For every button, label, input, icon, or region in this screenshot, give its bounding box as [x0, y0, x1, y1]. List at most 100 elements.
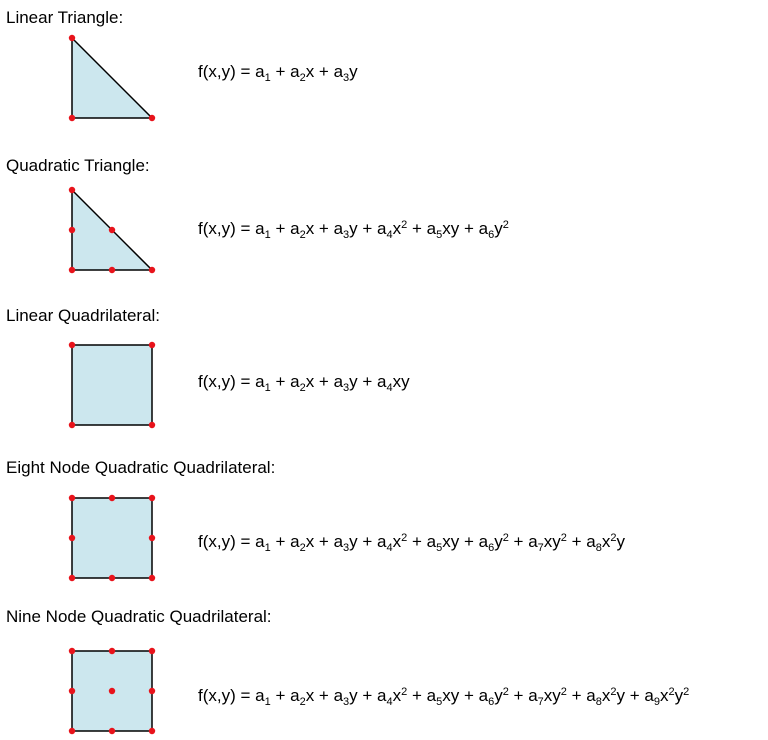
subscript: 7	[537, 696, 544, 708]
equation-text: x	[659, 686, 669, 705]
subscript: 4	[386, 382, 393, 394]
equation-text: x + a	[305, 62, 344, 81]
subscript: 6	[488, 229, 495, 241]
equation-text: xy + a	[442, 532, 489, 551]
equation-text: y + a	[616, 686, 654, 705]
superscript: 2	[610, 532, 617, 544]
equation-text: f(x,y) = a	[198, 219, 265, 238]
equation-text: + a	[566, 686, 596, 705]
subscript: 2	[299, 72, 306, 84]
quadrilateral-element	[71, 344, 153, 426]
equation-text: x + a	[305, 372, 344, 391]
linear-triangle-diagram	[68, 34, 156, 122]
equation-text: + a	[407, 686, 437, 705]
equation-text: + a	[270, 219, 300, 238]
equation-text: x + a	[305, 532, 344, 551]
equation-text: y + a	[349, 686, 387, 705]
equation-text: xy	[543, 686, 561, 705]
superscript: 2	[502, 686, 509, 698]
subscript: 2	[299, 696, 306, 708]
section-title-linear-triangle: Linear Triangle:	[6, 8, 124, 27]
node-point	[108, 574, 116, 582]
superscript: 2	[401, 219, 408, 231]
node-point	[148, 494, 156, 502]
equation-text: x	[392, 219, 402, 238]
node-point	[148, 341, 156, 349]
equation-text: + a	[270, 686, 300, 705]
subscript: 1	[264, 382, 271, 394]
eight-node-quadrilateral-diagram	[68, 494, 156, 582]
node-point	[108, 647, 116, 655]
subscript: 6	[488, 696, 495, 708]
node-point	[148, 687, 156, 695]
equation-text: f(x,y) = a	[198, 532, 265, 551]
equation-text: f(x,y) = a	[198, 372, 265, 391]
equation-text: x	[392, 686, 402, 705]
equation-text: y	[494, 686, 503, 705]
subscript: 1	[264, 72, 271, 84]
subscript: 5	[436, 696, 443, 708]
equation-text: + a	[407, 219, 437, 238]
subscript: 7	[537, 542, 544, 554]
node-point	[68, 341, 76, 349]
node-point	[108, 226, 116, 234]
equation-text: y	[674, 686, 684, 705]
node-point	[68, 34, 76, 42]
node-point	[68, 266, 76, 274]
section-title-quadratic-triangle: Quadratic Triangle:	[6, 156, 150, 175]
subscript: 5	[436, 542, 443, 554]
superscript: 2	[401, 686, 408, 698]
node-point	[68, 727, 76, 735]
superscript: 2	[668, 686, 675, 698]
subscript: 3	[343, 229, 350, 241]
node-point	[148, 534, 156, 542]
equation-text: + a	[270, 372, 300, 391]
equation-quadratic-triangle: f(x,y) = a1 + a2x + a3y + a4x2 + a5xy + …	[198, 215, 509, 245]
equation-text: + a	[508, 532, 538, 551]
node-point	[68, 574, 76, 582]
equation-text: y + a	[349, 372, 387, 391]
node-point	[108, 687, 116, 695]
subscript: 3	[343, 382, 350, 394]
equation-text: x + a	[305, 686, 344, 705]
node-point	[108, 727, 116, 735]
superscript: 2	[502, 532, 509, 544]
superscript: 2	[502, 219, 509, 231]
equation-eight-node-quadrilateral: f(x,y) = a1 + a2x + a3y + a4x2 + a5xy + …	[198, 528, 625, 558]
equation-text: f(x,y) = a	[198, 686, 265, 705]
node-point	[148, 647, 156, 655]
equation-nine-node-quadrilateral: f(x,y) = a1 + a2x + a3y + a4x2 + a5xy + …	[198, 682, 689, 712]
linear-quadrilateral-diagram	[68, 341, 156, 429]
subscript: 6	[488, 542, 495, 554]
node-point	[68, 186, 76, 194]
node-point	[68, 687, 76, 695]
node-point	[68, 647, 76, 655]
node-point	[68, 114, 76, 122]
equation-text: y	[616, 532, 626, 551]
subscript: 2	[299, 382, 306, 394]
node-point	[108, 266, 116, 274]
subscript: 8	[595, 696, 602, 708]
equation-text: f(x,y) = a	[198, 62, 265, 81]
equation-text: y + a	[349, 532, 387, 551]
equation-text: xy + a	[442, 219, 489, 238]
node-point	[68, 421, 76, 429]
equation-text: x	[601, 686, 611, 705]
equation-text: xy	[543, 532, 561, 551]
subscript: 8	[595, 542, 602, 554]
superscript: 2	[610, 686, 617, 698]
nine-node-quadrilateral-diagram	[68, 647, 156, 735]
subscript: 1	[264, 696, 271, 708]
node-point	[68, 534, 76, 542]
subscript: 2	[299, 229, 306, 241]
equation-text: y + a	[349, 219, 387, 238]
equation-text: x + a	[305, 219, 344, 238]
equation-text: + a	[270, 62, 300, 81]
triangle-element	[71, 36, 154, 119]
node-point	[148, 114, 156, 122]
equation-text: x	[601, 532, 611, 551]
equation-text: + a	[270, 532, 300, 551]
section-title-nine-node-quadrilateral: Nine Node Quadratic Quadrilateral:	[6, 607, 272, 626]
node-point	[68, 226, 76, 234]
equation-linear-triangle: f(x,y) = a1 + a2x + a3y	[198, 62, 358, 88]
